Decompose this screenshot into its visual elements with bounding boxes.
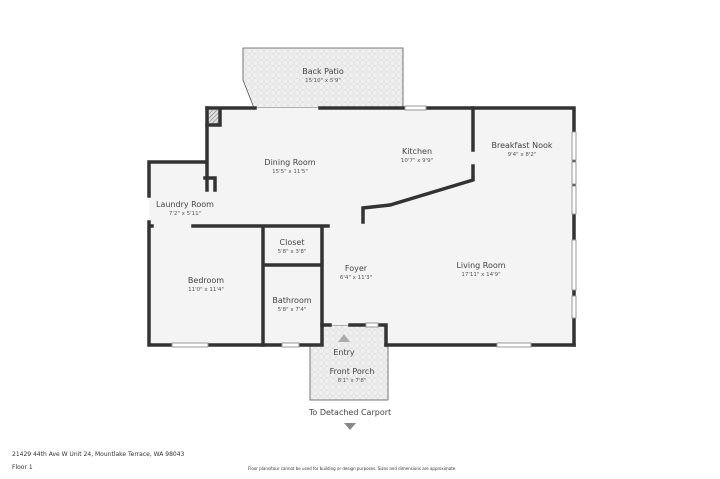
breakfast-nook-dims: 9'4" x 8'2" (508, 152, 537, 158)
windows (171, 105, 577, 348)
closet-label: Closet (280, 238, 305, 247)
entry-arrow-icon (338, 334, 350, 342)
front-porch-dims: 8'1" x 7'8" (338, 378, 367, 384)
laundry-room-label: Laundry Room (156, 200, 214, 209)
bedroom-label: Bedroom (188, 276, 224, 285)
back-patio-dims: 15'10" x 5'9" (305, 78, 341, 84)
bathroom-label: Bathroom (272, 296, 312, 305)
interior-floor (149, 108, 574, 345)
kitchen-dims: 10'7" x 9'9" (401, 158, 433, 164)
walls (147, 106, 576, 347)
back-patio-label: Back Patio (302, 67, 344, 76)
carport-label: To Detached Carport (308, 408, 391, 417)
foyer-label: Foyer (345, 264, 368, 273)
entry-label: Entry (333, 348, 355, 357)
kitchen-label: Kitchen (402, 147, 432, 156)
chimney (208, 110, 220, 125)
closet-dims: 5'8" x 3'8" (278, 249, 307, 255)
foyer-dims: 6'4" x 11'3" (340, 275, 372, 281)
living-room-dims: 17'11" x 14'9" (461, 272, 500, 278)
dining-room-dims: 15'5" x 11'5" (272, 169, 308, 175)
breakfast-nook-label: Breakfast Nook (491, 141, 552, 150)
dining-room-label: Dining Room (264, 158, 315, 167)
laundry-room-dims: 7'2" x 5'11" (169, 211, 201, 217)
front-porch-label: Front Porch (330, 367, 375, 376)
address: 21429 44th Ave W Unit 24, Mountlake Terr… (12, 451, 185, 458)
floor-label: Floor 1 (12, 464, 33, 471)
bathroom-dims: 5'8" x 7'4" (278, 307, 307, 313)
bedroom-dims: 11'0" x 11'4" (188, 287, 224, 293)
disclaimer: Floor plans/tour cannot be used for buil… (248, 466, 457, 471)
carport-arrow-icon (344, 423, 356, 430)
living-room-label: Living Room (456, 261, 505, 270)
